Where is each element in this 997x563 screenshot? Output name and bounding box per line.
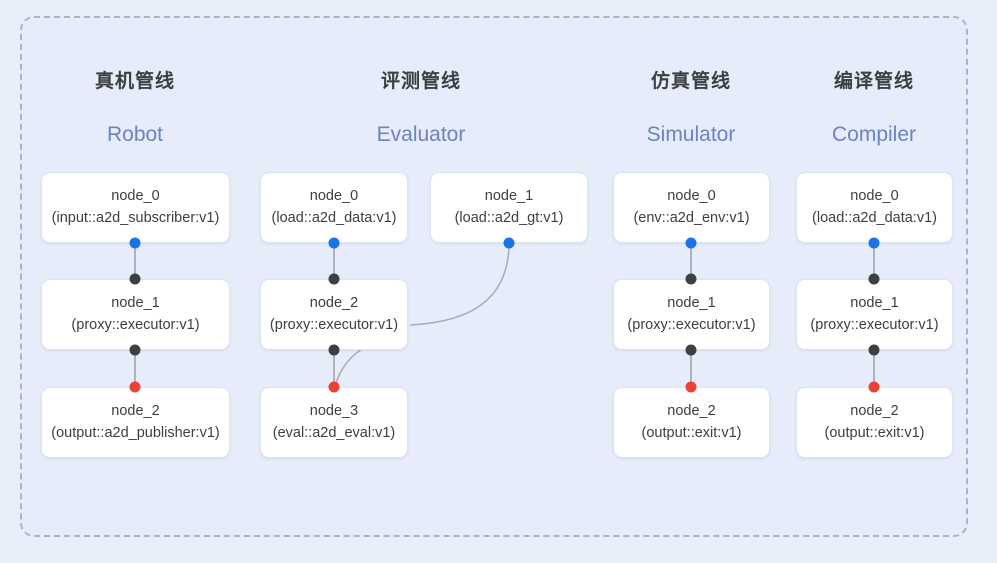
node-type-label: (proxy::executor:v1) <box>627 316 756 333</box>
node-type-label: (output::exit:v1) <box>824 424 925 441</box>
node-box[interactable]: node_0(input::a2d_subscriber:v1) <box>41 172 230 243</box>
node-name-label: node_1 <box>667 294 716 311</box>
port-dot-black[interactable] <box>129 273 141 285</box>
node-name-label: node_3 <box>309 402 359 419</box>
column-title-cn-2: 仿真管线 <box>650 71 731 92</box>
node-box[interactable]: node_2(proxy::executor:v1) <box>260 279 408 350</box>
column-title-cn-3: 编译管线 <box>833 71 914 92</box>
node-box[interactable]: node_0(env::a2d_env:v1) <box>613 172 770 243</box>
node-box[interactable]: node_1(proxy::executor:v1) <box>613 279 770 350</box>
node-box[interactable]: node_2(output::exit:v1) <box>613 387 770 458</box>
node-name-label: node_2 <box>111 402 160 419</box>
node-type-label: (output::a2d_publisher:v1) <box>51 424 220 441</box>
port-dot-black[interactable] <box>129 344 141 356</box>
edge-connector <box>333 350 335 387</box>
node-name-label: node_0 <box>309 187 359 204</box>
column-title-en-3: Compiler <box>831 123 917 146</box>
column-title-en-1: Evaluator <box>376 123 466 146</box>
port-dot-red[interactable] <box>868 381 880 393</box>
port-dot-red[interactable] <box>685 381 697 393</box>
node-type-label: (proxy::executor:v1) <box>71 316 200 333</box>
port-dot-black[interactable] <box>685 344 697 356</box>
node-type-label: (load::a2d_data:v1) <box>271 209 397 226</box>
port-dot-black[interactable] <box>868 344 880 356</box>
node-type-label: (env::a2d_env:v1) <box>633 209 750 226</box>
column-title-cn-0: 真机管线 <box>94 71 175 92</box>
node-name-label: node_1 <box>111 294 160 311</box>
node-type-label: (proxy::executor:v1) <box>810 316 939 333</box>
port-dot-blue[interactable] <box>868 237 880 249</box>
port-dot-black[interactable] <box>328 344 340 356</box>
node-type-label: (proxy::executor:v1) <box>269 316 399 333</box>
port-dot-black[interactable] <box>685 273 697 285</box>
node-type-label: (load::a2d_data:v1) <box>812 209 937 226</box>
node-box[interactable]: node_2(output::a2d_publisher:v1) <box>41 387 230 458</box>
edge-connector <box>134 350 136 387</box>
diagram-dashed-frame <box>20 16 968 537</box>
column-title-en-2: Simulator <box>646 123 736 146</box>
node-box[interactable]: node_1(proxy::executor:v1) <box>41 279 230 350</box>
node-name-label: node_1 <box>850 294 899 311</box>
edge-connector <box>873 350 875 387</box>
port-dot-blue[interactable] <box>503 237 515 249</box>
edge-connector <box>333 243 335 279</box>
node-box[interactable]: node_1(proxy::executor:v1) <box>796 279 953 350</box>
node-name-label: node_0 <box>111 187 160 204</box>
node-name-label: node_2 <box>667 402 716 419</box>
port-dot-red[interactable] <box>328 381 340 393</box>
edge-connector <box>690 243 692 279</box>
port-dot-blue[interactable] <box>129 237 141 249</box>
node-name-label: node_0 <box>667 187 716 204</box>
node-name-label: node_2 <box>309 294 359 311</box>
node-box[interactable]: node_3(eval::a2d_eval:v1) <box>260 387 408 458</box>
port-dot-blue[interactable] <box>685 237 697 249</box>
node-name-label: node_2 <box>850 402 899 419</box>
node-type-label: (output::exit:v1) <box>641 424 742 441</box>
node-type-label: (load::a2d_gt:v1) <box>454 209 564 226</box>
column-title-cn-1: 评测管线 <box>380 71 461 92</box>
edge-connector <box>873 243 875 279</box>
edge-connector <box>690 350 692 387</box>
node-box[interactable]: node_0(load::a2d_data:v1) <box>796 172 953 243</box>
port-dot-blue[interactable] <box>328 237 340 249</box>
node-type-label: (eval::a2d_eval:v1) <box>272 424 396 441</box>
node-box[interactable]: node_2(output::exit:v1) <box>796 387 953 458</box>
port-dot-black[interactable] <box>868 273 880 285</box>
port-dot-red[interactable] <box>129 381 141 393</box>
edge-connector <box>134 243 136 279</box>
port-dot-black[interactable] <box>328 273 340 285</box>
node-box[interactable]: node_0(load::a2d_data:v1) <box>260 172 408 243</box>
column-title-en-0: Robot <box>106 123 164 146</box>
node-type-label: (input::a2d_subscriber:v1) <box>51 209 220 226</box>
node-name-label: node_1 <box>484 187 534 204</box>
node-box[interactable]: node_1(load::a2d_gt:v1) <box>430 172 588 243</box>
node-name-label: node_0 <box>850 187 899 204</box>
